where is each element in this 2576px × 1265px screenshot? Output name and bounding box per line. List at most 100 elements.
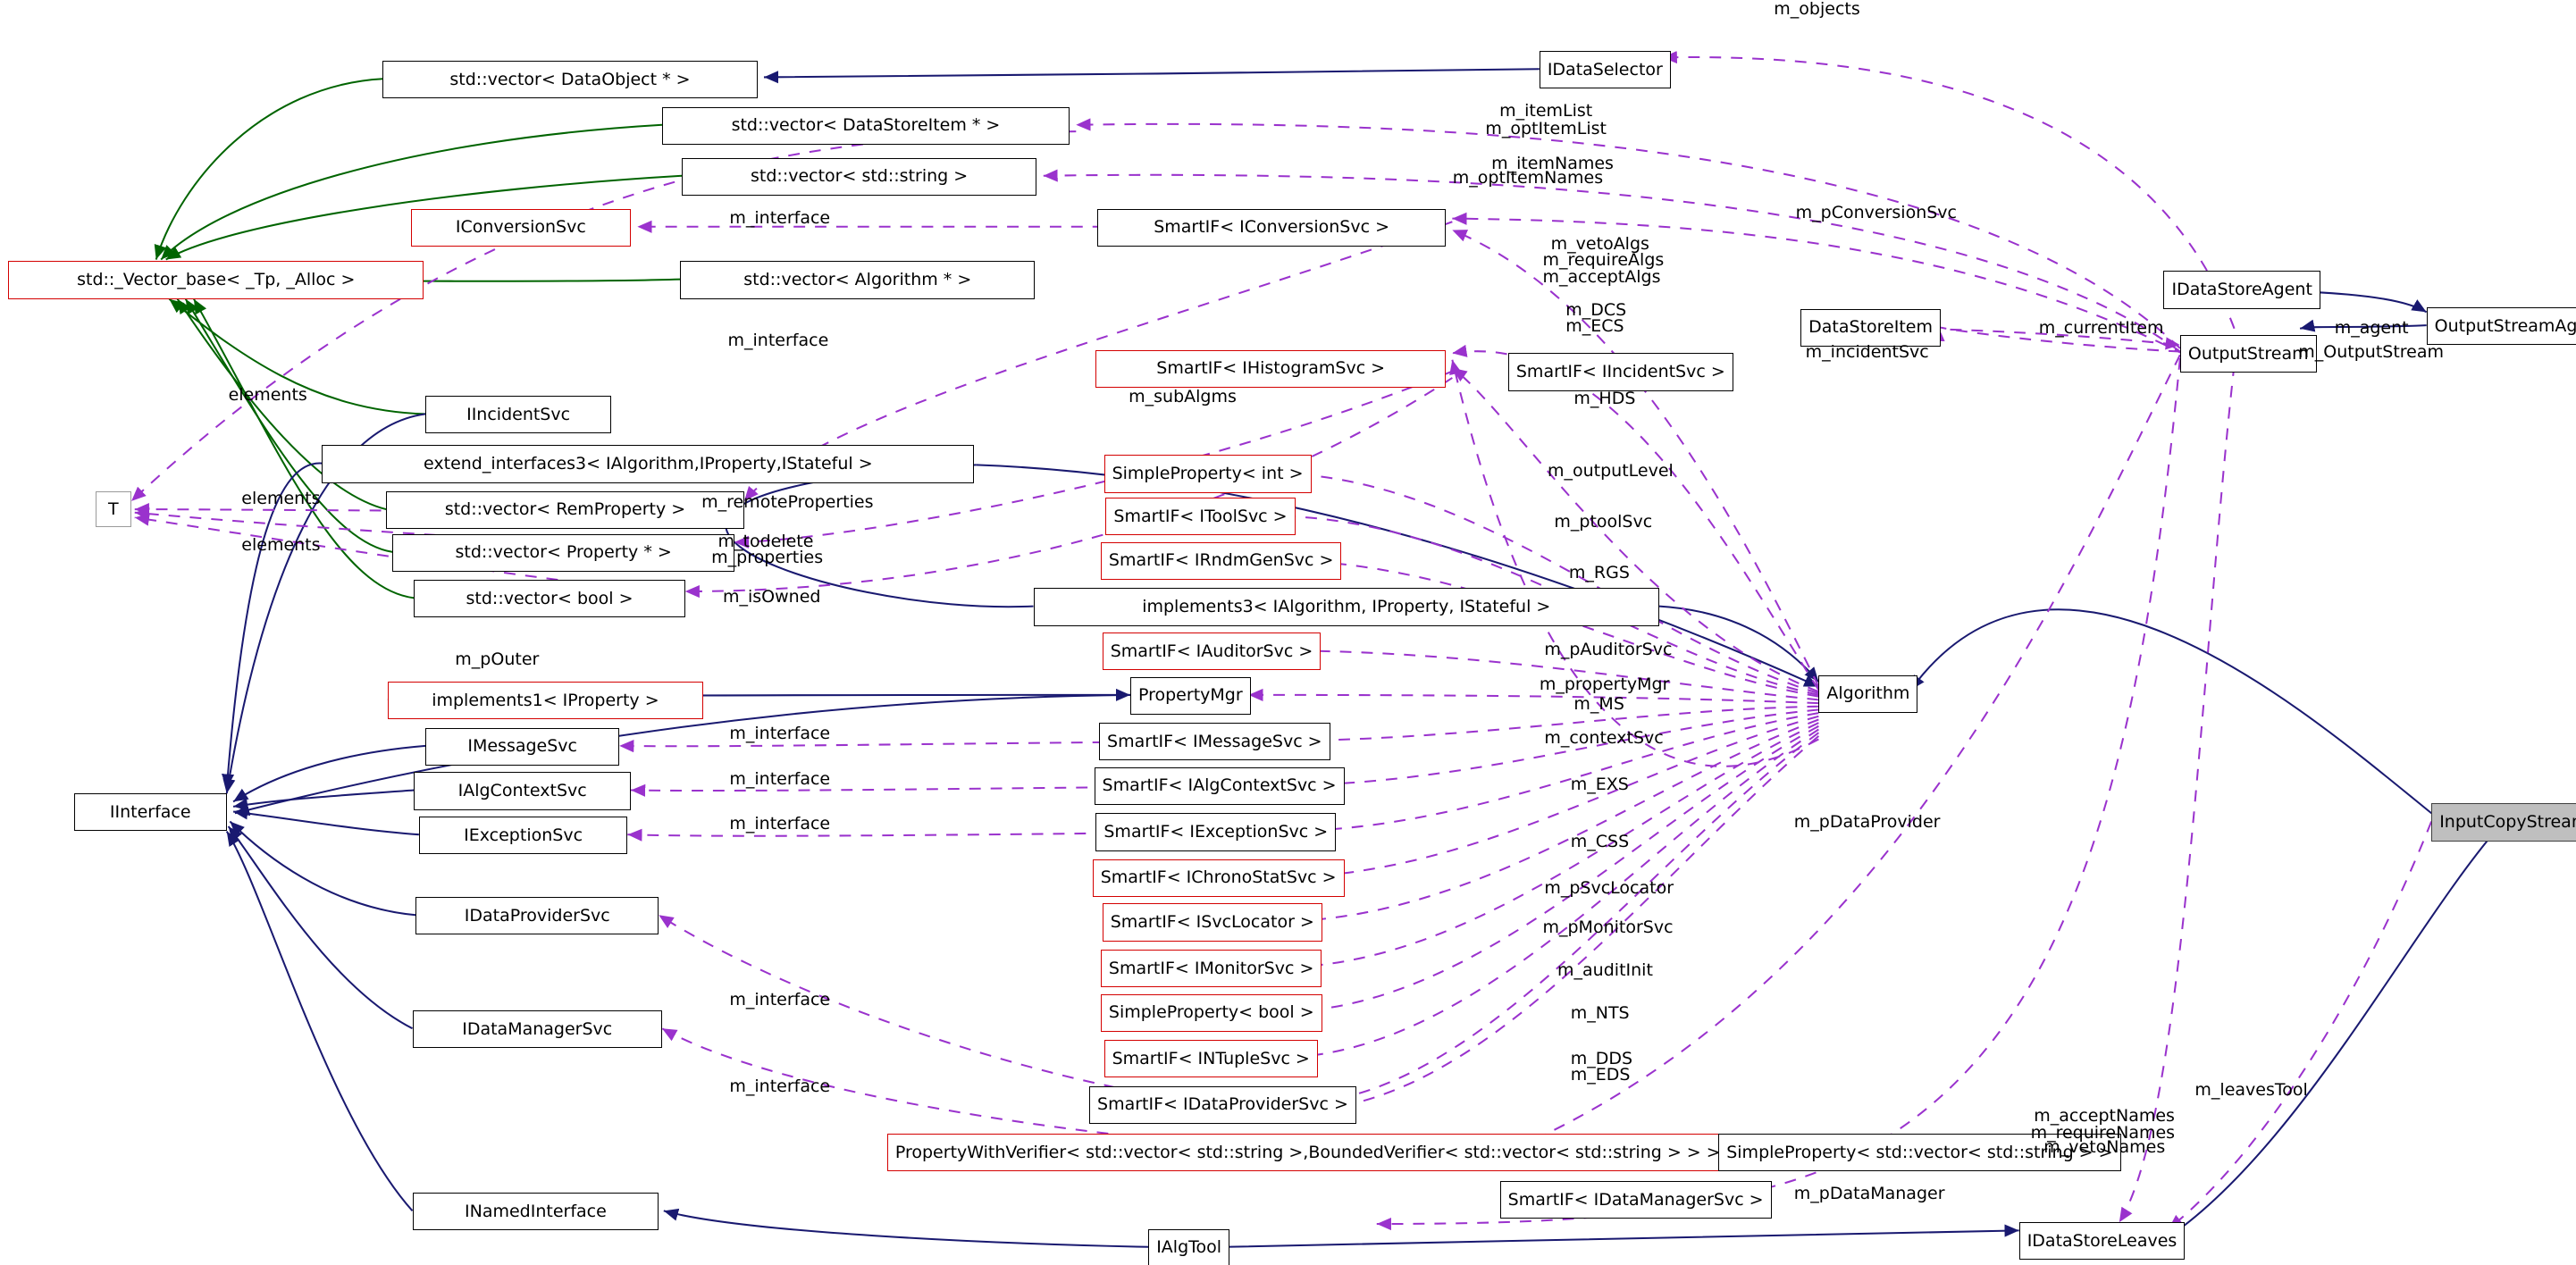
- class-node-implements1[interactable]: implements1< IProperty >: [387, 682, 703, 720]
- edge-label-l_m_requireAlgs: m_requireAlgs: [1542, 250, 1665, 271]
- edge-label-l_m_DDS: m_DDS: [1570, 1049, 1633, 1069]
- edge-label-l_m_requireNames: m_requireNames: [2030, 1122, 2176, 1143]
- class-node-label: IDataStoreLeaves: [2026, 1230, 2177, 1251]
- class-node-smartif_chrono[interactable]: SmartIF< IChronoStatSvc >: [1092, 859, 1345, 898]
- class-node-label: SmartIF< IHistogramSvc >: [1156, 358, 1386, 379]
- edge-label-l_m_incidentSvc: m_incidentSvc: [1805, 342, 1929, 363]
- class-node-implements3[interactable]: implements3< IAlgorithm, IProperty, ISta…: [1033, 588, 1660, 626]
- edge-label-l_m_interface_6: m_interface: [729, 989, 831, 1009]
- class-node-iexceptionsvc[interactable]: IExceptionSvc: [418, 816, 628, 855]
- class-node-label: IMessageSvc: [467, 736, 577, 757]
- edge-label-l_m_pDataProvider: m_pDataProvider: [1793, 812, 1941, 833]
- edge-label-l_m_RGS: m_RGS: [1568, 562, 1630, 582]
- edge-label-l_m_contextSvc: m_contextSvc: [1544, 728, 1664, 749]
- class-node-imessagesvc[interactable]: IMessageSvc: [425, 727, 620, 766]
- class-node-vec_dataobject[interactable]: std::vector< DataObject * >: [382, 61, 758, 99]
- class-node-smartif_datamgr[interactable]: SmartIF< IDataManagerSvc >: [1499, 1181, 1772, 1219]
- class-node-simpleprop_vecstr[interactable]: SimpleProperty< std::vector< std::string…: [1718, 1133, 2121, 1172]
- edge-label-l_m_itemNames: m_itemNames: [1491, 153, 1614, 173]
- class-node-label: implements1< IProperty >: [432, 690, 659, 710]
- edge-label-l_m_interface_2: m_interface: [727, 331, 829, 351]
- edge-label-l_m_objects: m_objects: [1774, 0, 1860, 19]
- edge-label-l_m_pDataManager: m_pDataManager: [1793, 1183, 1945, 1203]
- class-node-smartif_hist[interactable]: SmartIF< IHistogramSvc >: [1095, 349, 1446, 388]
- class-node-vector_base[interactable]: std::_Vector_base< _Tp, _Alloc >: [8, 261, 424, 299]
- edge-label-l_m_DCS: m_DCS: [1565, 299, 1627, 320]
- class-node-vec_string[interactable]: std::vector< std::string >: [682, 157, 1037, 196]
- class-node-vec_bool[interactable]: std::vector< bool >: [414, 580, 685, 618]
- class-node-smartif_conv[interactable]: SmartIF< IConversionSvc >: [1097, 208, 1446, 247]
- edge-label-l_elements_1: elements: [228, 385, 307, 406]
- edge-label-l_m_outputLevel: m_outputLevel: [1548, 460, 1674, 481]
- class-node-label: SimpleProperty< int >: [1112, 464, 1304, 484]
- edge-label-l_m_CSS: m_CSS: [1570, 832, 1630, 852]
- class-node-smartif_svcloc[interactable]: SmartIF< ISvcLocator >: [1102, 903, 1322, 942]
- class-node-idataselector[interactable]: IDataSelector: [1539, 51, 1671, 89]
- class-node-idatastoreleaves[interactable]: IDataStoreLeaves: [2018, 1222, 2186, 1261]
- class-node-vec_algorithm[interactable]: std::vector< Algorithm * >: [680, 261, 1036, 299]
- class-node-label: T: [108, 498, 119, 519]
- class-node-label: IAlgTool: [1156, 1237, 1222, 1258]
- class-node-label: std::vector< std::string >: [751, 166, 969, 187]
- edge-label-l_m_MS: m_MS: [1573, 693, 1624, 714]
- class-node-iinterface[interactable]: IInterface: [73, 793, 227, 832]
- edge-label-l_m_optItemNames: m_optItemNames: [1452, 168, 1604, 188]
- class-node-ialgcontextsvc[interactable]: IAlgContextSvc: [414, 772, 632, 810]
- class-node-label: SmartIF< IExceptionSvc >: [1103, 821, 1329, 842]
- class-node-label: InputCopyStream: [2439, 811, 2576, 832]
- edge-label-l_m_interface_4: m_interface: [729, 769, 831, 790]
- class-node-label: PropertyWithVerifier< std::vector< std::…: [894, 1142, 1721, 1162]
- class-node-label: std::vector< Algorithm * >: [743, 270, 972, 290]
- class-node-iincidentsvc[interactable]: IIncidentSvc: [425, 396, 611, 434]
- class-node-inputcopystream[interactable]: InputCopyStream: [2431, 803, 2576, 842]
- class-node-vec_property[interactable]: std::vector< Property * >: [392, 533, 734, 572]
- class-node-algorithm[interactable]: Algorithm: [1818, 674, 1918, 714]
- edge-label-l_m_ECS: m_ECS: [1565, 315, 1624, 336]
- class-node-smartif_monitor[interactable]: SmartIF< IMonitorSvc >: [1100, 949, 1322, 988]
- class-node-smartif_ntuple[interactable]: SmartIF< INTupleSvc >: [1103, 1040, 1318, 1078]
- class-node-simpleprop_bool[interactable]: SimpleProperty< bool >: [1100, 993, 1322, 1032]
- edge-label-l_m_leavesTool: m_leavesTool: [2194, 1080, 2308, 1101]
- class-node-smartif_rndm[interactable]: SmartIF< IRndmGenSvc >: [1100, 541, 1342, 581]
- class-node-smartif_dataprov[interactable]: SmartIF< IDataProviderSvc >: [1089, 1085, 1356, 1124]
- class-node-smartif_incident[interactable]: SmartIF< IIncidentSvc >: [1507, 353, 1733, 391]
- class-node-label: IDataManagerSvc: [462, 1018, 613, 1039]
- class-node-label: IInterface: [109, 801, 191, 822]
- class-node-smartif_auditor[interactable]: SmartIF< IAuditorSvc >: [1102, 632, 1322, 671]
- class-node-smartif_exc[interactable]: SmartIF< IExceptionSvc >: [1095, 813, 1337, 851]
- class-node-propertymgr[interactable]: PropertyMgr: [1129, 676, 1251, 715]
- class-node-ialgtool[interactable]: IAlgTool: [1148, 1228, 1230, 1265]
- class-node-datastoreitem[interactable]: DataStoreItem: [1800, 308, 1941, 347]
- class-node-label: SmartIF< IRndmGenSvc >: [1108, 550, 1334, 571]
- edge-label-l_m_pOuter: m_pOuter: [455, 649, 540, 670]
- class-node-label: IAlgContextSvc: [457, 780, 587, 800]
- edge-label-l_m_acceptNames: m_acceptNames: [2034, 1106, 2175, 1127]
- edge-label-l_m_properties: m_properties: [711, 548, 824, 568]
- class-node-label: std::vector< RemProperty >: [444, 499, 686, 520]
- class-node-label: IConversionSvc: [455, 217, 586, 238]
- edge-label-l_m_auditInit: m_auditInit: [1557, 959, 1653, 980]
- class-node-smartif_tool[interactable]: SmartIF< IToolSvc >: [1105, 498, 1296, 536]
- class-node-tparam[interactable]: T: [95, 490, 132, 528]
- class-node-extend_if3[interactable]: extend_interfaces3< IAlgorithm,IProperty…: [322, 445, 975, 483]
- class-node-idatastoreagent[interactable]: IDataStoreAgent: [2163, 271, 2320, 309]
- class-node-smartif_msg[interactable]: SmartIF< IMessageSvc >: [1099, 723, 1330, 761]
- class-node-idataprovidersvc[interactable]: IDataProviderSvc: [415, 897, 659, 935]
- edge-label-l_m_itemList: m_itemList: [1499, 101, 1593, 121]
- class-node-outputstream[interactable]: OutputStream: [2179, 335, 2317, 373]
- class-node-propwithverifier[interactable]: PropertyWithVerifier< std::vector< std::…: [886, 1133, 1729, 1172]
- class-node-label: SmartIF< ISvcLocator >: [1110, 912, 1314, 933]
- class-node-outputstreamagent[interactable]: OutputStreamAgent: [2426, 306, 2576, 346]
- class-node-vec_datastoreitem[interactable]: std::vector< DataStoreItem * >: [661, 106, 1070, 145]
- class-node-label: DataStoreItem: [1808, 317, 1933, 338]
- class-node-iconversionsvc[interactable]: IConversionSvc: [410, 208, 632, 247]
- class-node-label: OutputStreamAgent: [2434, 315, 2576, 336]
- class-node-inamedinterface[interactable]: INamedInterface: [412, 1193, 659, 1231]
- class-node-smartif_algctx[interactable]: SmartIF< IAlgContextSvc >: [1094, 767, 1345, 806]
- class-node-idatamanagersvc[interactable]: IDataManagerSvc: [412, 1009, 662, 1049]
- class-node-simpleprop_int[interactable]: SimpleProperty< int >: [1103, 455, 1312, 493]
- class-node-label: PropertyMgr: [1137, 685, 1243, 706]
- class-node-vec_remproperty[interactable]: std::vector< RemProperty >: [386, 490, 744, 530]
- edge-label-l_m_interface_7: m_interface: [729, 1077, 831, 1097]
